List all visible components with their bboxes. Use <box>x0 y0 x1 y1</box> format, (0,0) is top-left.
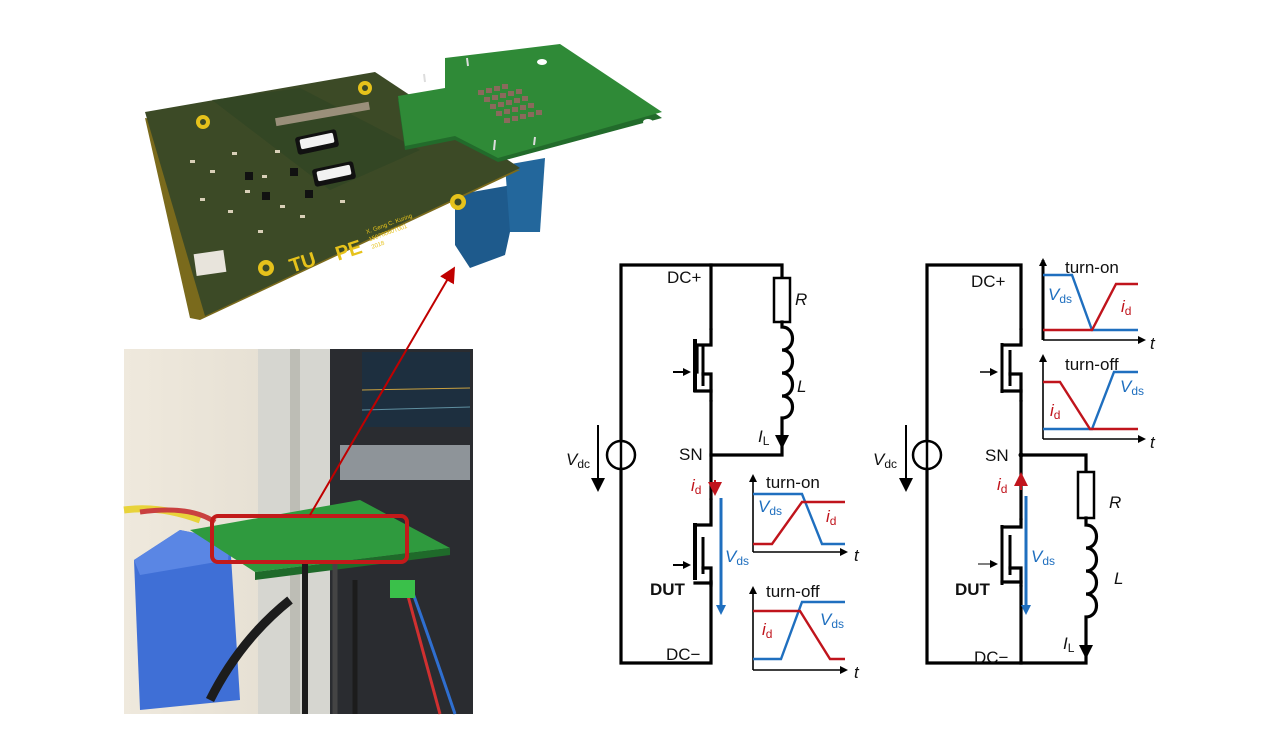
vds-trace-label: Vds <box>1048 285 1072 306</box>
vds-trace-label: Vds <box>758 497 782 518</box>
waveform-left-turn-off: turn-off t Vds id <box>749 582 860 682</box>
time-axis-label: t <box>854 663 860 682</box>
label-il: IL <box>758 427 770 448</box>
vds-trace-label: Vds <box>820 610 844 631</box>
high-side-mosfet <box>673 328 713 402</box>
connector <box>193 250 227 276</box>
label-dc-plus: DC+ <box>971 272 1006 291</box>
waveform-title: turn-off <box>766 582 820 601</box>
resistor-r <box>772 276 792 324</box>
smd-components <box>190 150 345 233</box>
id-trace <box>1043 380 1138 431</box>
label-il: IL <box>1063 634 1075 655</box>
label-dc-minus: DC− <box>974 648 1009 667</box>
label-dc-minus: DC− <box>666 645 701 664</box>
callout-arrow <box>309 266 456 516</box>
mounting-holes <box>196 81 466 276</box>
waveform-title: turn-on <box>766 473 820 492</box>
capacitor-array <box>478 84 542 123</box>
time-axis-label: t <box>1150 334 1156 353</box>
dut-mosfet <box>673 498 713 587</box>
id-trace-label: id <box>826 507 836 528</box>
resistor-r <box>1076 470 1096 520</box>
dut-mosfet <box>978 518 1023 587</box>
waveform-title: turn-off <box>1065 355 1119 374</box>
inductor-l <box>709 320 795 457</box>
id-trace <box>753 500 845 546</box>
circuit-right: DC+ DC− SN DUT R L IL Vdc id Vds <box>873 263 1123 667</box>
time-axis-label: t <box>1150 433 1156 452</box>
vds-trace <box>1043 273 1138 332</box>
pcb-3d-render: TU PE X. Geng C. Kuring 15076060T001 201… <box>145 44 662 320</box>
label-vds: Vds <box>725 547 749 568</box>
vds-trace <box>753 600 845 661</box>
label-dut: DUT <box>650 580 686 599</box>
label-vds: Vds <box>1031 547 1055 568</box>
id-trace-label: id <box>762 620 772 641</box>
label-vdc: Vdc <box>566 450 590 471</box>
label-vdc: Vdc <box>873 450 897 471</box>
circuit-left-outer-wire <box>619 263 713 665</box>
id-trace-label: id <box>1121 297 1131 318</box>
waveform-right-turn-off: turn-off t Vds id <box>1039 354 1156 452</box>
waveform-title: turn-on <box>1065 258 1119 277</box>
label-sn: SN <box>985 446 1009 465</box>
label-id: id <box>997 475 1007 496</box>
power-board <box>398 44 662 158</box>
vds-trace <box>1043 370 1138 431</box>
waveform-left-turn-on: turn-on t Vds id <box>749 473 860 565</box>
svg-text:2018: 2018 <box>371 240 386 250</box>
label-dc-plus: DC+ <box>667 268 702 287</box>
vds-trace <box>753 492 845 546</box>
test-setup-photo <box>123 349 473 715</box>
waveform-right-turn-on: turn-on t Vds id <box>1039 258 1156 353</box>
time-axis-label: t <box>854 546 860 565</box>
inductor-l <box>1019 516 1099 665</box>
label-id: id <box>691 476 701 497</box>
circuit-left: DC+ DC− SN DUT R L IL Vdc id Vds <box>566 263 807 665</box>
label-r: R <box>1109 493 1121 512</box>
id-trace-label: id <box>1050 401 1060 422</box>
vds-trace-label: Vds <box>1120 377 1144 398</box>
label-r: R <box>795 290 807 309</box>
highlight-box <box>210 514 409 564</box>
label-l: L <box>1114 569 1123 588</box>
label-l: L <box>797 377 806 396</box>
label-sn: SN <box>679 445 703 464</box>
label-dut: DUT <box>955 580 991 599</box>
id-trace <box>753 609 845 661</box>
high-side-mosfet <box>980 328 1023 402</box>
id-trace <box>1043 282 1138 332</box>
